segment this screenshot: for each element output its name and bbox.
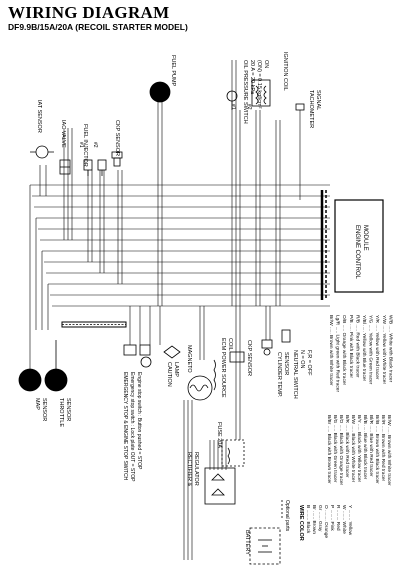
ckp-sensor-label: CKP SENSOR: [246, 340, 252, 376]
throttle-sensor-label-1: THROTTLE: [58, 398, 64, 427]
emergency-switch-icon: [123, 344, 152, 368]
iac-valve-icon: [59, 159, 71, 175]
wire-color-basic-0: B ........ Black: [305, 505, 311, 534]
wire-color-basic-1: Br ...... Brown: [311, 505, 317, 534]
map-sensor-label-1: MAP: [34, 398, 40, 410]
fuel-pump-label: FUEL PUMP: [170, 55, 176, 87]
neutral-switch-on: N = ON: [299, 350, 305, 369]
wire-color-col1-5: B/Y ..... Black with Yellow tracer: [356, 415, 362, 483]
wire-color-basic-4: P ........ Pink: [329, 505, 335, 531]
page-title: WIRING DIAGRAM: [8, 3, 170, 22]
ignition-coil-label: IGNITION COIL: [282, 52, 288, 91]
iat-sensor-label: IAT SENSOR: [36, 100, 42, 133]
wire-color-col1-10: Br/W ..... Brown with White tracer: [386, 415, 392, 486]
wire-color-title: WIRE COLOR: [298, 505, 304, 541]
iac-valve-label: IAC VALVE: [60, 120, 66, 148]
wire-color-col2-1: Lg/R ..... Light green with Red tracer: [335, 315, 341, 392]
wire-color-col2-2: O/B ..... Orange with Black tracer: [341, 315, 347, 386]
wire-color-col1-1: B/G ..... Black with Green tracer: [332, 415, 338, 483]
neutral-switch-icon: [281, 329, 291, 343]
wire-color-col1-6: Bl/B ..... Blue with Black tracer: [362, 415, 368, 480]
wire-color-col2-5: Y/Bl ..... Yellow with Blue tracer: [361, 315, 367, 382]
wire-color-basic-6: W ....... White: [341, 505, 347, 534]
throttle-sensor-label-2: SENSOR: [65, 398, 71, 421]
neutral-switch-off: F,R = OFF: [306, 350, 312, 376]
optional-parts-label: Optional parts: [284, 500, 290, 532]
fuel-injector-icon: [83, 159, 107, 176]
wire-color-col1-0: B/Br ..... Black with Brown tracer: [326, 415, 332, 484]
emergency-switch-label: EMERGENCY STOP & ENGINE STOP SWITCH: [122, 372, 128, 481]
tachometer-signal-icon: [295, 103, 305, 111]
wire-color-col1-9: Br/R ..... Brown with Red tracer: [380, 415, 386, 482]
emergency-switch-desc2: Engine stop switch : Button pushed = STO…: [136, 372, 142, 470]
battery-icon: [249, 527, 281, 565]
wire-color-col1-2: B/O ..... Black with Orange tracer: [338, 415, 344, 486]
wire-color-basic-2: Gr ...... Gray: [317, 505, 323, 532]
wire-harness: [29, 60, 330, 560]
caution-lamp-icon: [163, 345, 181, 359]
neutral-switch-label: NEUTRAL SWITCH: [292, 350, 298, 399]
wire-color-basic-5: R ........ Red: [335, 505, 341, 531]
cyl-temp-label-2: SENSOR: [283, 352, 289, 375]
wire-color-col2-0: Br/W ..... Brown with White tracer: [328, 315, 334, 386]
rectifier-icon: [204, 467, 236, 505]
ignition-coil-icon: [251, 79, 271, 107]
wire-color-col2-4: R/B ..... Red with Black tracer: [354, 315, 360, 378]
magneto-icon: [187, 375, 213, 401]
ckp-sensor-icon: [229, 351, 245, 363]
ecm-label-2: MODULE: [362, 225, 368, 251]
ecm-power-coil-label-1: ECM POWER SOURCE: [220, 338, 226, 398]
wire-color-col1-7: Bl/R ..... Blue with Red tracer: [368, 415, 374, 477]
ign-label-2: #2: [246, 104, 252, 110]
wire-color-col2-6: Y/G ..... Yellow with Green tracer: [368, 315, 374, 385]
ecm-box: [334, 199, 384, 293]
wire-color-basic-3: O ........ Orange: [323, 505, 329, 538]
cyl-temp-label-1: CYLINDER TEMP.: [276, 352, 282, 398]
map-sensor-icon: [18, 368, 42, 392]
oil-switch-spec1: 20 A = 20 kPa: [249, 60, 255, 95]
fuse-icon: [221, 439, 245, 467]
emergency-switch-desc1: Emergency stop switch : Lock plate OUT =…: [129, 372, 135, 482]
rectifier-label-2: REGULATOR: [193, 452, 199, 486]
magneto-label: MAGNETO: [186, 345, 192, 373]
fuel-injector-label: FUEL INJECTOR: [82, 124, 88, 167]
cyl-label-1: #1: [78, 142, 84, 148]
cyl-temp-sensor-icon: [261, 339, 273, 356]
caution-lamp-label-1: CAUTION: [166, 362, 172, 387]
ecm-power-coil-icon: [213, 359, 216, 391]
cyl-label-2: #2: [92, 142, 98, 148]
fuse-label: FUSE 20A: [216, 422, 222, 448]
ecm-label-1: ENGINE CONTROL: [354, 225, 360, 280]
caution-lamp-label-2: LAMP: [173, 362, 179, 377]
oil-switch-spec2: (ON) = 0.15 kgf/cm²: [256, 60, 262, 109]
iat-sensor-icon: [30, 145, 54, 159]
tach-label-2: SIGNAL: [315, 90, 321, 110]
wire-color-col2-9: W/B ..... White with Black tracer: [387, 315, 393, 383]
page-subtitle: DF9.9B/15A/20A (RECOIL STARTER MODEL): [8, 22, 188, 32]
oil-pressure-switch-icon: [226, 90, 238, 110]
wire-color-col1-3: B/R ..... Black with Red tracer: [344, 415, 350, 478]
ecm-power-coil-label-2: COIL: [227, 338, 233, 351]
tach-label-1: TACHOMETER: [308, 90, 314, 128]
ckp-sensor-top-icon: [111, 151, 123, 167]
wire-color-basic-7: Y ........ Yellow: [347, 505, 353, 536]
ckp-sensor-top-label: CKP SENSOR: [114, 120, 120, 156]
oil-switch-on: ON: [263, 60, 269, 68]
wire-color-col2-3: P/B ..... Pink with Black tracer: [348, 315, 354, 378]
rectifier-label-1: RECTIFIER &: [186, 452, 192, 487]
wire-color-col1-4: B/W ..... Black with White tracer: [350, 415, 356, 483]
ign-label-1: #1: [230, 104, 236, 110]
fuel-pump-icon: [149, 81, 171, 103]
battery-label: BATTERY: [244, 530, 250, 555]
wire-color-col2-8: Y/W ..... Yellow with White tracer: [381, 315, 387, 384]
throttle-sensor-icon: [44, 340, 68, 392]
map-sensor-label-2: SENSOR: [41, 398, 47, 421]
wire-color-col1-8: Br/B ..... Brown with Black tracer: [374, 415, 380, 484]
wire-color-col2-7: Y/R ..... Yellow with Red tracer: [374, 315, 380, 380]
oil-switch-label: OIL PRESSURE SWITCH: [242, 60, 248, 124]
